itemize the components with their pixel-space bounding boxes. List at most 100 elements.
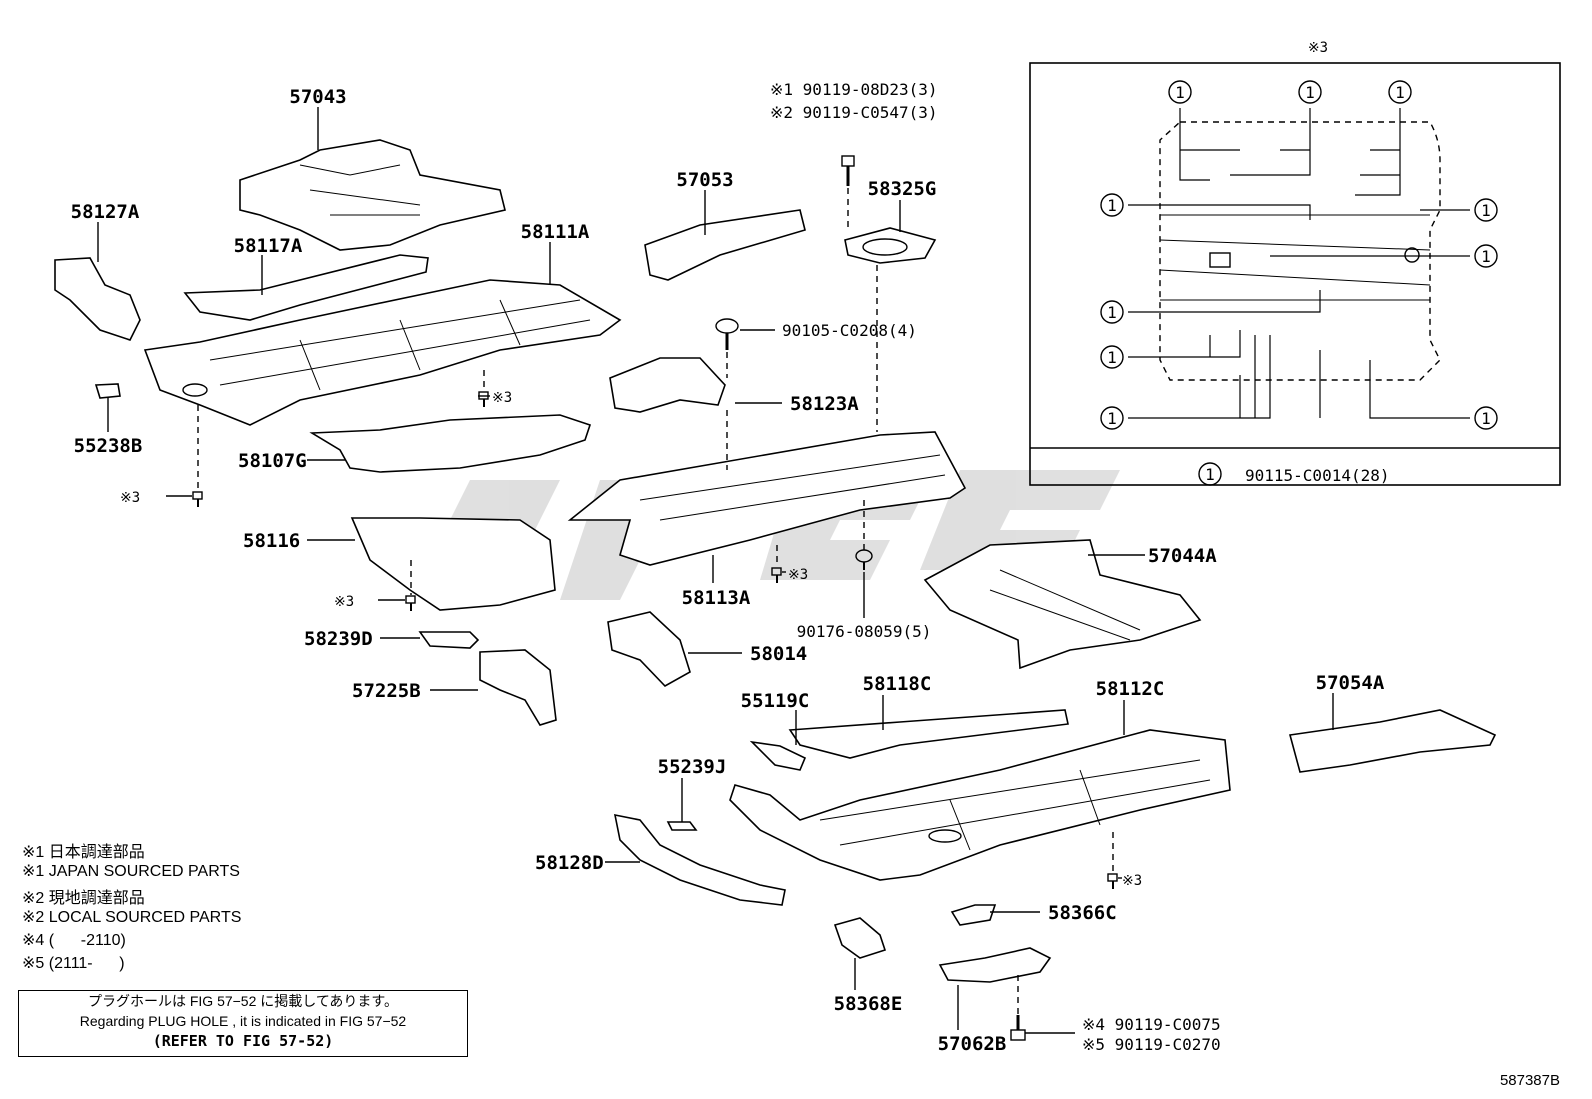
- circle-marker-1: 1: [1388, 80, 1412, 104]
- part-shape-57225B: [479, 649, 557, 726]
- svg-text:1: 1: [1305, 83, 1315, 102]
- part-label-58113A[interactable]: 58113A: [682, 587, 751, 609]
- reference-line-en: Regarding PLUG HOLE , it is indicated in…: [79, 1013, 407, 1029]
- circle-marker-1: 1: [1100, 300, 1124, 324]
- part-label-57043[interactable]: 57043: [289, 86, 346, 108]
- part-label-55238B[interactable]: 55238B: [74, 435, 143, 457]
- ref3-mark: ※3: [492, 390, 512, 406]
- dashed-lines: [197, 188, 1114, 1014]
- ref3-mark: ※3: [334, 594, 354, 610]
- reference-line-jp: プラグホールは FIG 57−52 に掲載してあります。: [87, 993, 399, 1009]
- part-label-55119C[interactable]: 55119C: [741, 690, 810, 712]
- circle-marker-1: 1: [1100, 345, 1124, 369]
- part-label-55239J[interactable]: 55239J: [658, 756, 727, 778]
- part-shape-58325G: [844, 227, 937, 264]
- part-label-57225B[interactable]: 57225B: [352, 680, 421, 702]
- part-shape-57044A: [923, 539, 1202, 670]
- reference-link[interactable]: (REFER TO FIG 57-52): [152, 1032, 334, 1050]
- part-shape-58368E: [833, 917, 887, 959]
- footnote-4: ※4 ( -2110): [22, 932, 126, 949]
- part-label-58123A[interactable]: 58123A: [790, 393, 859, 415]
- fastener-labels: ※1 90119-08D23(3) ※2 90119-C0547(3) 9010…: [770, 80, 1221, 1054]
- circle-marker-1: 1: [1298, 80, 1322, 104]
- part-label-58239D[interactable]: 58239D: [304, 628, 373, 650]
- part-label-57053[interactable]: 57053: [676, 169, 733, 191]
- part-label-58111A[interactable]: 58111A: [521, 221, 590, 243]
- ref3-mark: ※3: [1122, 873, 1142, 889]
- part-labels: 57043 58127A 58117A 58111A 55238B 58107G…: [71, 86, 1385, 1055]
- part-label-57062B[interactable]: 57062B: [938, 1033, 1007, 1055]
- footnote-1-en: ※1 JAPAN SOURCED PARTS: [22, 863, 240, 880]
- svg-text:1: 1: [1107, 196, 1117, 215]
- part-label-58325G[interactable]: 58325G: [868, 178, 937, 200]
- svg-text:1: 1: [1481, 247, 1491, 266]
- fastener-label-90119-C0270[interactable]: ※5 90119-C0270: [1082, 1035, 1221, 1054]
- fastener-label-90119-08D23[interactable]: ※1 90119-08D23(3): [770, 80, 938, 99]
- svg-text:1: 1: [1205, 465, 1215, 484]
- bolt-icon: [715, 318, 739, 350]
- fastener-label-90176-08059[interactable]: 90176-08059(5): [797, 622, 932, 641]
- part-shape-58127A: [54, 257, 141, 341]
- bolt-icon: [1010, 1015, 1026, 1041]
- circle-marker-1: 1: [1474, 198, 1498, 222]
- part-label-58368E[interactable]: 58368E: [834, 993, 903, 1015]
- part-label-58127A[interactable]: 58127A: [71, 201, 140, 223]
- inset-legend: 1 90115-C0014(28): [1198, 462, 1390, 486]
- clip-icon: [192, 491, 203, 507]
- reference-box: プラグホールは FIG 57−52 に掲載してあります。 Regarding P…: [18, 990, 468, 1057]
- part-label-58128D[interactable]: 58128D: [535, 852, 604, 874]
- inset-legend-part: 90115-C0014(28): [1245, 466, 1390, 485]
- inset-marker-group: 1 1 1 1 1 1 1 1 1 1: [1100, 80, 1498, 430]
- part-label-58014[interactable]: 58014: [750, 643, 807, 665]
- fastener-label-90105-C0208[interactable]: 90105-C0208(4): [782, 321, 917, 340]
- part-label-58366C[interactable]: 58366C: [1048, 902, 1117, 924]
- fastener-label-90119-C0075[interactable]: ※4 90119-C0075: [1082, 1015, 1221, 1034]
- part-shape-55119C: [749, 740, 807, 771]
- footnote-1-jp: ※1 日本調達部品: [22, 844, 145, 861]
- part-shape-55238B: [94, 383, 121, 399]
- fastener-label-90119-C0547[interactable]: ※2 90119-C0547(3): [770, 103, 938, 122]
- footnote-2-jp: ※2 現地調達部品: [22, 890, 145, 907]
- part-shape-58113A: [567, 431, 967, 566]
- svg-text:1: 1: [1107, 409, 1117, 428]
- inset-box: 1 1 1 1 1 1 1 1 1 1 1 90115-C0014(28): [1029, 62, 1561, 486]
- circle-marker-1: 1: [1474, 244, 1498, 268]
- part-shape-58123A: [609, 357, 726, 413]
- ref3-mark: ※3: [120, 490, 140, 506]
- part-shape-58116: [350, 517, 556, 611]
- clip-icon: [1107, 873, 1118, 889]
- drawing-number: 587387B: [1499, 1072, 1560, 1089]
- part-shape-58117A: [183, 254, 429, 321]
- circle-marker-1: 1: [1100, 406, 1124, 430]
- circle-marker-1: 1: [1168, 80, 1192, 104]
- part-shape-57043: [239, 139, 506, 251]
- footnote-2-en: ※2 LOCAL SOURCED PARTS: [22, 909, 242, 926]
- svg-text:1: 1: [1107, 303, 1117, 322]
- part-label-57044A[interactable]: 57044A: [1148, 545, 1217, 567]
- ref3-mark: ※3: [788, 567, 808, 583]
- part-shape-57054A: [1288, 709, 1497, 773]
- part-shape-55239J: [666, 821, 698, 831]
- part-label-58118C[interactable]: 58118C: [863, 673, 932, 695]
- ref3-labels: ※3 ※3 ※3 ※3 ※3: [120, 390, 1142, 889]
- part-label-58116[interactable]: 58116: [243, 530, 300, 552]
- svg-text:1: 1: [1481, 201, 1491, 220]
- part-shape-58111A: [143, 279, 622, 426]
- part-label-58107G[interactable]: 58107G: [238, 450, 307, 472]
- part-shape-58366C: [950, 904, 997, 926]
- part-label-58117A[interactable]: 58117A: [234, 235, 303, 257]
- part-shape-57053: [644, 209, 806, 281]
- part-shape-58014: [607, 611, 691, 687]
- part-shape-58107G: [309, 414, 592, 473]
- part-label-57054A[interactable]: 57054A: [1316, 672, 1385, 694]
- circle-marker-1: 1: [1474, 406, 1498, 430]
- part-label-58112C[interactable]: 58112C: [1096, 678, 1165, 700]
- svg-text:1: 1: [1175, 83, 1185, 102]
- part-shape-58239D: [418, 631, 480, 649]
- part-shape-58128D: [613, 813, 786, 906]
- part-shape-58118C: [788, 709, 1069, 759]
- footnotes: ※1 日本調達部品 ※1 JAPAN SOURCED PARTS ※2 現地調達…: [22, 838, 241, 976]
- svg-text:1: 1: [1107, 348, 1117, 367]
